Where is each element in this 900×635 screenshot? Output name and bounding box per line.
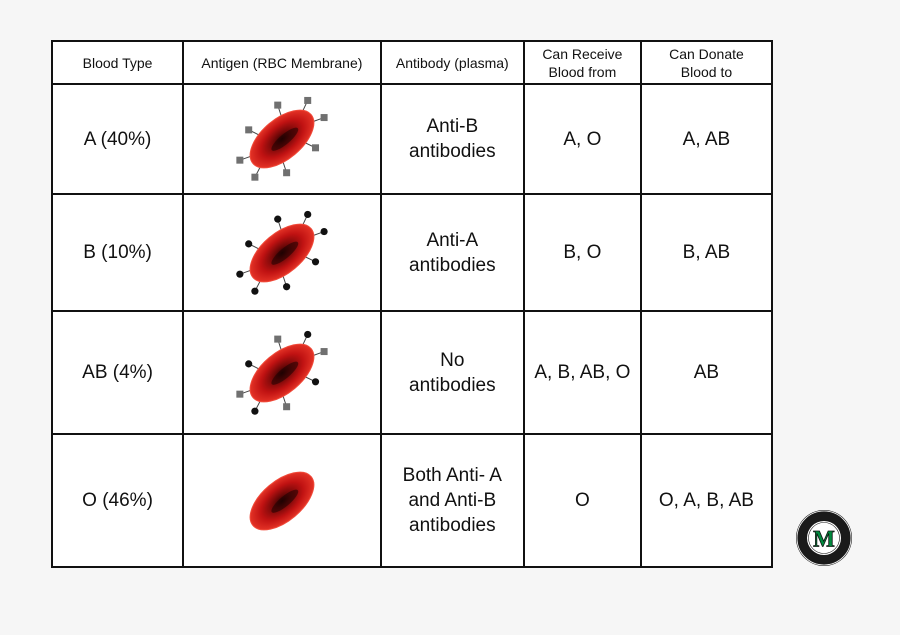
can-donate-cell: B, AB bbox=[639, 193, 774, 312]
red-blood-cell-no-antigens-icon bbox=[249, 471, 315, 530]
square-antigen-marker bbox=[274, 101, 282, 109]
antibody-line: antibodies bbox=[409, 254, 496, 276]
header-can-donate: Can Donate Blood to bbox=[639, 40, 774, 85]
antibody-cell: Anti-B antibodies bbox=[379, 83, 525, 195]
square-antigen-marker bbox=[304, 96, 312, 104]
antibody-line: Both Anti- A bbox=[402, 465, 502, 486]
blood-type-cell: A (40%) bbox=[50, 83, 185, 195]
antibody-line: No bbox=[440, 349, 465, 371]
antibody-cell: No antibodies bbox=[379, 310, 525, 435]
antigen-cell bbox=[182, 193, 382, 312]
table-row-type-ab: AB (4%) No antibodies A, B, AB, O AB bbox=[50, 310, 774, 435]
blood-type-table: Blood Type Antigen (RBC Membrane) Antibo… bbox=[50, 40, 774, 568]
square-antigen-marker bbox=[251, 173, 259, 181]
round-antigen-marker bbox=[311, 377, 320, 385]
round-antigen-marker bbox=[251, 287, 259, 295]
logo-letter: M bbox=[813, 527, 835, 552]
square-antigen-marker bbox=[236, 156, 244, 164]
antibody-line: Anti-A bbox=[426, 229, 479, 251]
table-row-type-o: O (46%) Both Anti- A and Anti-B antibodi… bbox=[50, 433, 774, 568]
antibody-line: Anti-B bbox=[426, 116, 479, 137]
can-receive-cell: A, B, AB, O bbox=[522, 310, 642, 435]
can-donate-cell: AB bbox=[639, 310, 774, 435]
round-antigen-marker bbox=[282, 282, 291, 290]
blood-type-cell: AB (4%) bbox=[50, 310, 185, 435]
header-can-receive: Can Receive Blood from bbox=[522, 40, 642, 85]
round-antigen-marker bbox=[320, 227, 328, 235]
round-antigen-marker bbox=[274, 215, 282, 223]
header-blood-type: Blood Type bbox=[50, 40, 185, 85]
antibody-line: antibodies bbox=[409, 374, 496, 396]
round-antigen-marker bbox=[244, 359, 253, 367]
header-can-receive-line1: Can Receive bbox=[542, 45, 623, 62]
marshall-university-seal-logo: M bbox=[796, 510, 852, 566]
square-antigen-marker bbox=[311, 144, 319, 152]
square-antigen-marker bbox=[283, 402, 291, 410]
red-blood-cell-round-antigens-icon bbox=[236, 210, 328, 295]
square-antigen-marker bbox=[320, 114, 328, 122]
header-can-receive-line2: Blood from bbox=[548, 63, 617, 80]
square-antigen-marker bbox=[320, 347, 328, 355]
round-antigen-marker bbox=[244, 239, 253, 247]
header-row: Blood Type Antigen (RBC Membrane) Antibo… bbox=[50, 40, 774, 85]
antibody-line: antibodies bbox=[409, 141, 496, 162]
table-row-type-b: B (10%) Anti-A antibodies B, O B, AB bbox=[50, 193, 774, 312]
antigen-cell bbox=[182, 310, 382, 435]
header-antigen: Antigen (RBC Membrane) bbox=[182, 40, 382, 85]
red-blood-cell-mixed-antigens-icon bbox=[236, 330, 328, 415]
round-antigen-marker bbox=[311, 257, 320, 265]
square-antigen-marker bbox=[236, 390, 244, 398]
antibody-cell: Anti-A antibodies bbox=[379, 193, 525, 312]
square-antigen-marker bbox=[274, 335, 282, 343]
header-antibody: Antibody (plasma) bbox=[379, 40, 525, 85]
round-antigen-marker bbox=[303, 210, 312, 218]
blood-type-cell: O (46%) bbox=[50, 433, 185, 568]
red-blood-cell-square-antigens-icon bbox=[236, 96, 328, 181]
antigen-cell bbox=[182, 83, 382, 195]
square-antigen-marker bbox=[245, 126, 253, 134]
can-donate-cell: A, AB bbox=[639, 83, 774, 195]
can-receive-cell: A, O bbox=[522, 83, 642, 195]
can-donate-cell: O, A, B, AB bbox=[639, 433, 774, 568]
antibody-line: antibodies bbox=[409, 515, 496, 536]
square-antigen-marker bbox=[283, 169, 291, 177]
round-antigen-marker bbox=[251, 407, 259, 415]
can-receive-cell: B, O bbox=[522, 193, 642, 312]
can-receive-cell: O bbox=[522, 433, 642, 568]
antigen-cell bbox=[182, 433, 382, 568]
round-antigen-marker bbox=[236, 270, 244, 278]
header-can-donate-line2: Blood to bbox=[680, 63, 733, 80]
table-row-type-a: A (40%) Anti-B antibodies A, O A, AB bbox=[50, 83, 774, 195]
blood-type-cell: B (10%) bbox=[50, 193, 185, 312]
round-antigen-marker bbox=[303, 330, 312, 338]
header-can-donate-line1: Can Donate bbox=[669, 45, 744, 62]
antibody-cell: Both Anti- A and Anti-B antibodies bbox=[379, 433, 525, 568]
antibody-line: and Anti-B bbox=[408, 490, 497, 511]
